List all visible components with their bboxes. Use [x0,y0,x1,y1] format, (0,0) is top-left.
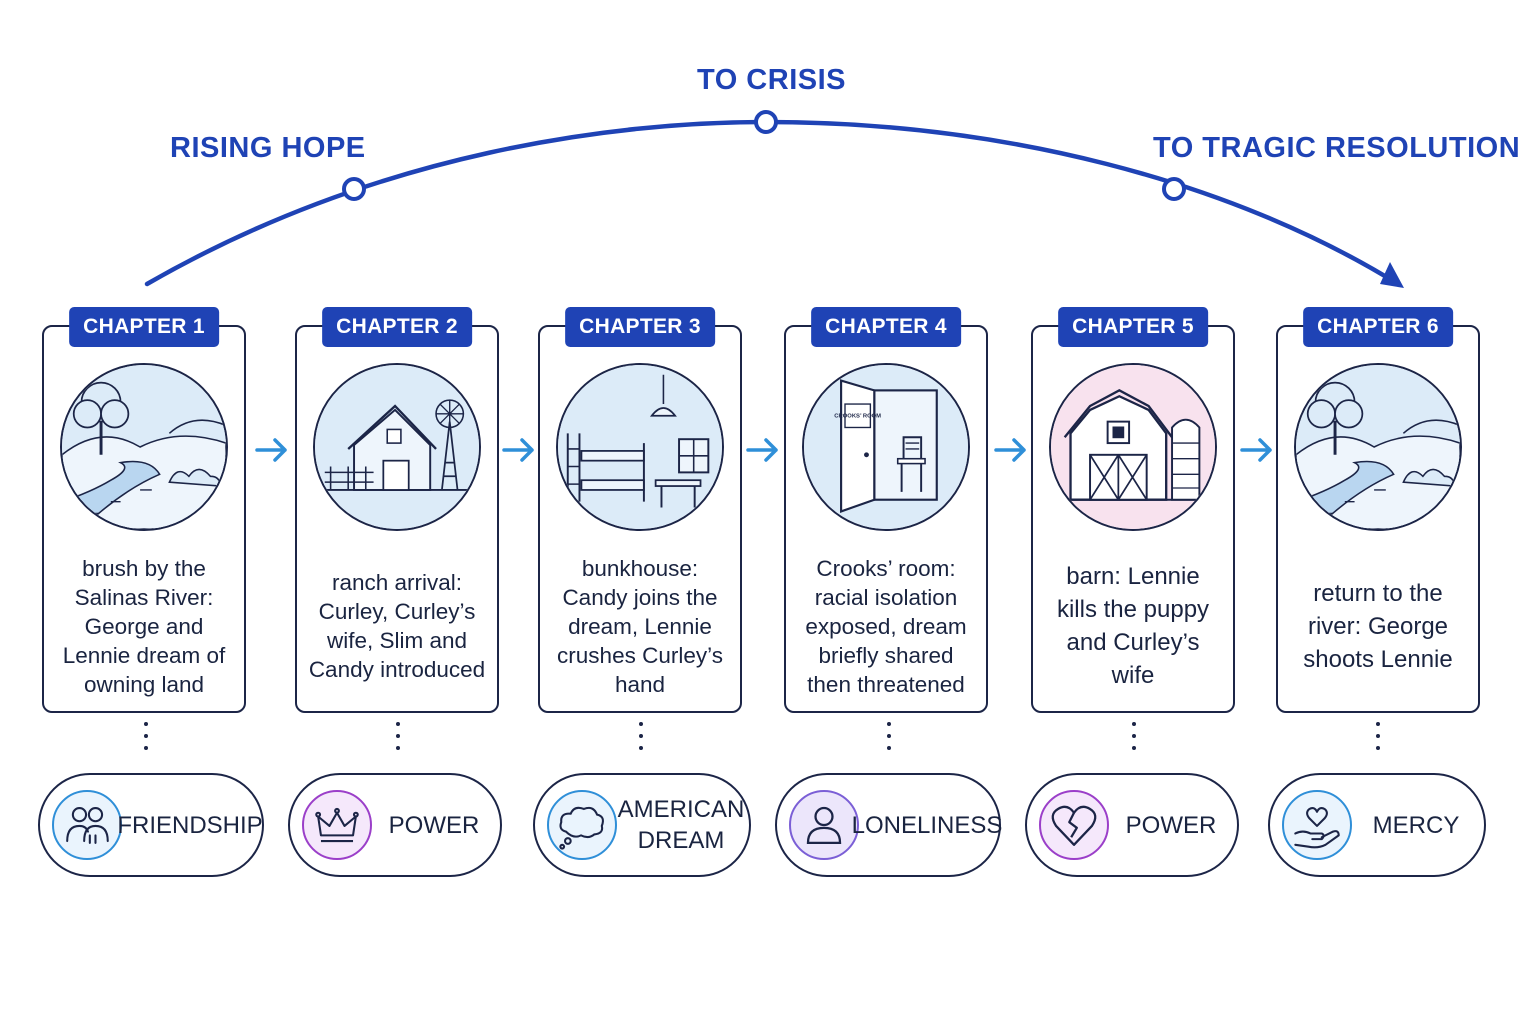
river-landscape-icon [1294,363,1462,531]
two-people-icon [52,790,122,860]
thought-cloud-icon [547,790,617,860]
chapter-description: Crooks’ room: racial isolation exposed, … [805,555,967,697]
bunkhouse-icon [556,363,724,531]
theme-label: AMERICAN DREAM [617,796,745,854]
theme-label: MERCY [1372,811,1460,839]
theme-pill-power: POWER [288,773,502,877]
arc-label-to-crisis: TO CRISIS [697,64,846,96]
crown-icon [302,790,372,860]
scene-sign-text: CROOKS’ ROOM [834,414,881,420]
theme-label: FRIENDSHIP [117,811,263,839]
chapter-description: barn: Lennie kills the puppy and Curley’… [1056,563,1210,689]
dotted-connector [144,722,148,758]
chapter-card-2: CHAPTER 2 ranch arrival: Curley, Curley’… [295,307,499,713]
chapter-description: ranch arrival: Curley, Curley’s wife, Sl… [308,570,486,682]
arc-label-to-tragic-resolution: TO TRAGIC RESOLUTION [1153,132,1521,164]
arrow-right-icon [746,438,778,462]
arc-label-rising-hope: RISING HOPE [170,132,366,164]
chapter-card-1: CHAPTER 1 brush by the Salinas River: Ge… [42,307,246,713]
arc-node-rising [342,177,366,201]
plot-arc [144,110,1404,288]
theme-pill-loneliness: LONELINESS [775,773,1003,877]
chapter-card-3: CHAPTER 3 bunkhouse: Candy joins the dre… [538,307,742,713]
chapter-badge: CHAPTER 6 [1303,307,1453,347]
theme-label: LONELINESS [851,811,1003,839]
person-icon [789,790,859,860]
chapter-badge: CHAPTER 4 [811,307,961,347]
arc-node-tragic [1162,177,1186,201]
chapter-badge: CHAPTER 3 [565,307,715,347]
chapter-badge: CHAPTER 2 [322,307,472,347]
arrow-right-icon [502,438,534,462]
heart-in-hand-icon [1282,790,1352,860]
arrow-right-icon [255,438,287,462]
chapter-card-4: CHAPTER 4 CROOKS’ ROOM Crooks’ room: rac… [784,307,988,713]
arc-node-crisis [754,110,778,134]
chapter-description: return to the river: George shoots Lenni… [1303,579,1453,673]
dotted-connector [639,722,643,758]
plot-arc-arrowhead [1380,262,1404,288]
theme-label: POWER [1125,811,1217,839]
barn-silo-icon [1049,363,1217,531]
ranch-barn-windmill-icon [313,363,481,531]
chapter-badge: CHAPTER 5 [1058,307,1208,347]
dotted-connector [396,722,400,758]
theme-pill-friendship: FRIENDSHIP [38,773,264,877]
theme-pill-mercy: MERCY [1268,773,1486,877]
dotted-connector [1132,722,1136,758]
chapter-badge: CHAPTER 1 [69,307,219,347]
dotted-connector [1376,722,1380,758]
theme-label: POWER [388,811,480,839]
chapter-card-5: CHAPTER 5 barn: Lennie kills the puppy a… [1031,307,1235,713]
arrow-right-icon [1240,438,1272,462]
river-landscape-icon [60,363,228,531]
chapter-description: bunkhouse: Candy joins the dream, Lennie… [557,555,723,697]
theme-pill-power: POWER [1025,773,1239,877]
dotted-connector [887,722,891,758]
theme-pill-american-dream: AMERICAN DREAM [533,773,751,877]
broken-heart-icon [1039,790,1109,860]
chapter-description: brush by the Salinas River: George and L… [62,555,226,697]
chapter-card-6: CHAPTER 6 return to the river: George sh… [1276,307,1480,713]
open-door-chair-icon: CROOKS’ ROOM [802,363,970,531]
arrow-right-icon [994,438,1026,462]
